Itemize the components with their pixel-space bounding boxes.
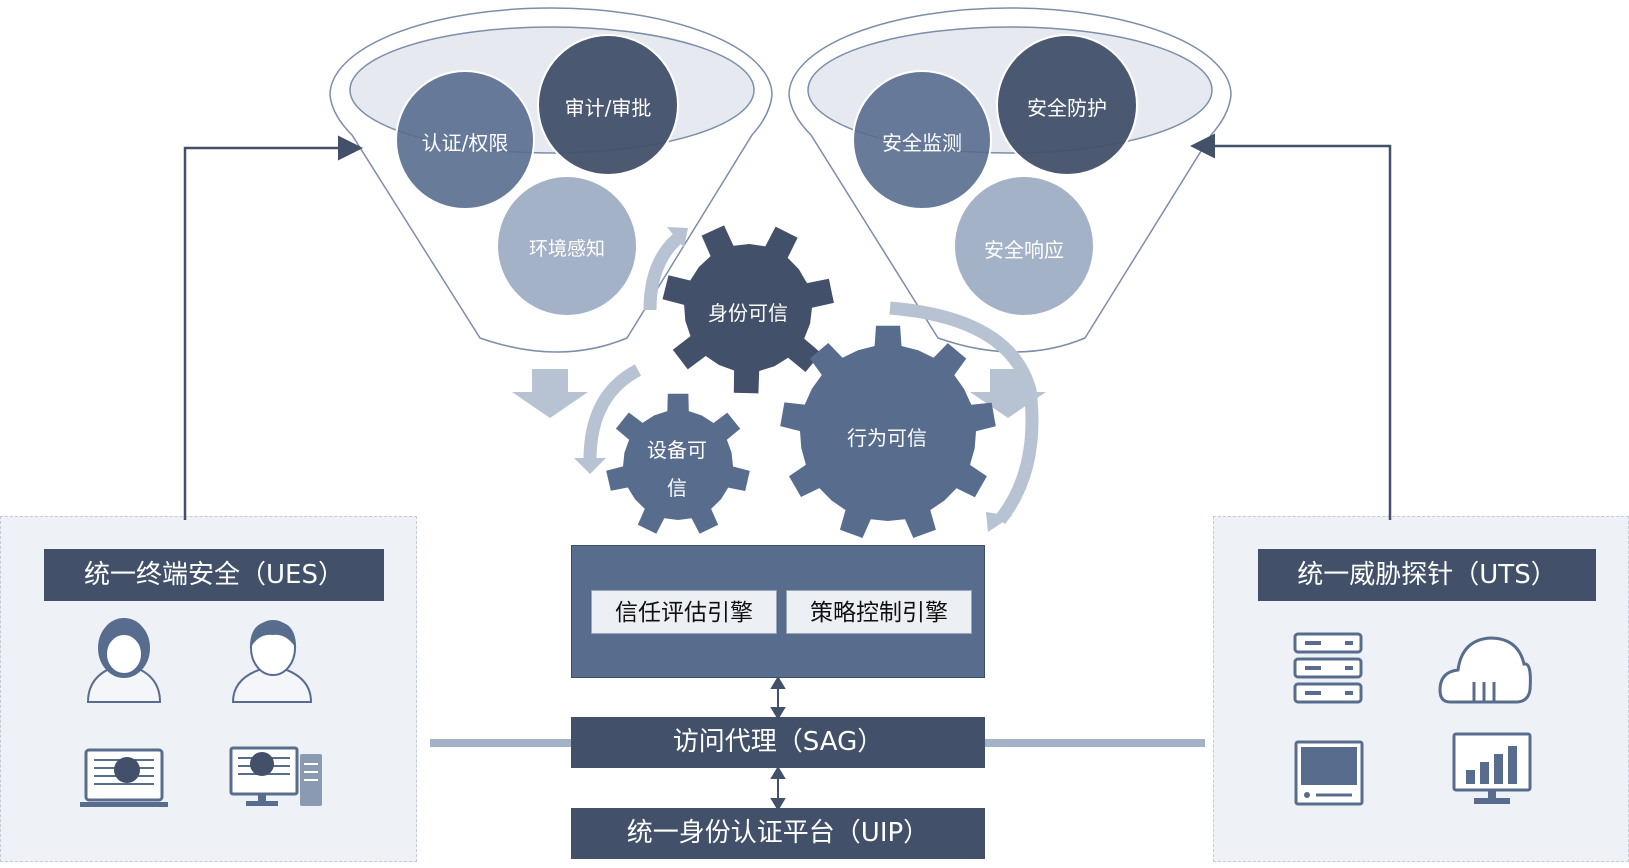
trust-engine: 信任评估引擎	[591, 590, 777, 634]
right-down-arrow	[970, 369, 1046, 418]
left-down-arrow	[512, 369, 588, 418]
monitor-icon	[1294, 740, 1364, 806]
gear-identity-shape	[662, 225, 834, 394]
laptop-icon	[80, 748, 168, 807]
cloud-icon	[1438, 636, 1532, 704]
label-device-1: 设备可	[647, 438, 707, 462]
circle-response	[953, 175, 1095, 317]
label-device-2: 信	[667, 476, 687, 500]
label-behavior: 行为可信	[847, 426, 927, 450]
cycle-arrows	[583, 233, 1039, 525]
label-identity: 身份可信	[708, 301, 788, 325]
left-funnel	[329, 7, 773, 353]
circle-env	[496, 175, 638, 317]
ues-to-funnel-arrow	[183, 135, 363, 520]
sag-bar: 访问代理（SAG）	[571, 717, 985, 768]
circle-auth	[395, 70, 535, 210]
ues-title: 统一终端安全（UES）	[44, 549, 384, 601]
uts-title: 统一威胁探针（UTS）	[1258, 549, 1596, 601]
uip-bar: 统一身份认证平台（UIP）	[571, 808, 985, 859]
uts-to-funnel-arrow	[1190, 133, 1392, 520]
device-gear	[606, 393, 750, 534]
double-arrows	[770, 676, 786, 811]
gear-behavior-shape	[780, 325, 996, 538]
bar-chart-monitor-icon	[1452, 732, 1532, 804]
identity-gear	[662, 225, 834, 394]
label-auth: 认证/权限	[421, 131, 509, 155]
label-monitor: 安全监测	[882, 131, 962, 155]
label-response: 安全响应	[984, 238, 1064, 262]
behavior-gear	[780, 325, 996, 538]
label-protect: 安全防护	[1027, 96, 1107, 120]
desktop-pc-icon	[229, 746, 322, 806]
policy-engine: 策略控制引擎	[786, 590, 972, 634]
server-rack-icon	[1293, 632, 1363, 704]
label-audit: 审计/审批	[564, 96, 652, 120]
circle-protect	[996, 34, 1138, 176]
female-user-icon	[86, 618, 162, 703]
circle-audit	[537, 34, 679, 176]
circle-monitor	[852, 70, 992, 210]
label-env: 环境感知	[528, 238, 605, 260]
male-user-icon	[231, 620, 313, 703]
right-funnel	[788, 7, 1232, 353]
gear-device-shape	[606, 393, 750, 534]
